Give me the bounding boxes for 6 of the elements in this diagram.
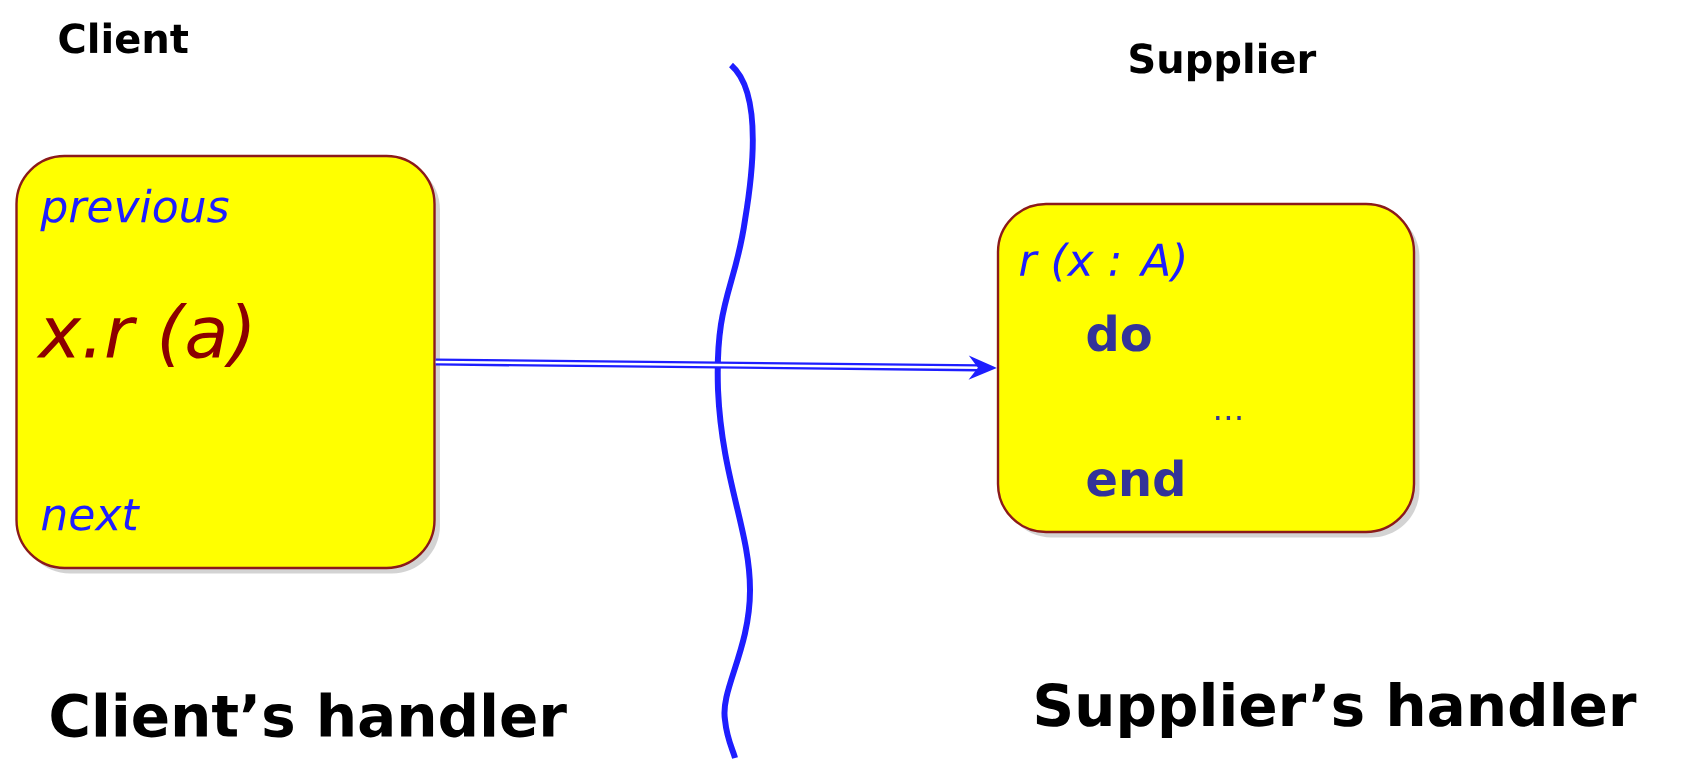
code-box: r (x : A) do … end — [996, 202, 1420, 538]
code-box: previous x.r (a) next — [15, 154, 440, 574]
heading: Supplier’s handler — [1036, 681, 1637, 739]
heading: Client — [59, 22, 188, 54]
heading: Client’s handler — [51, 692, 567, 738]
heading: Supplier — [1130, 42, 1317, 82]
